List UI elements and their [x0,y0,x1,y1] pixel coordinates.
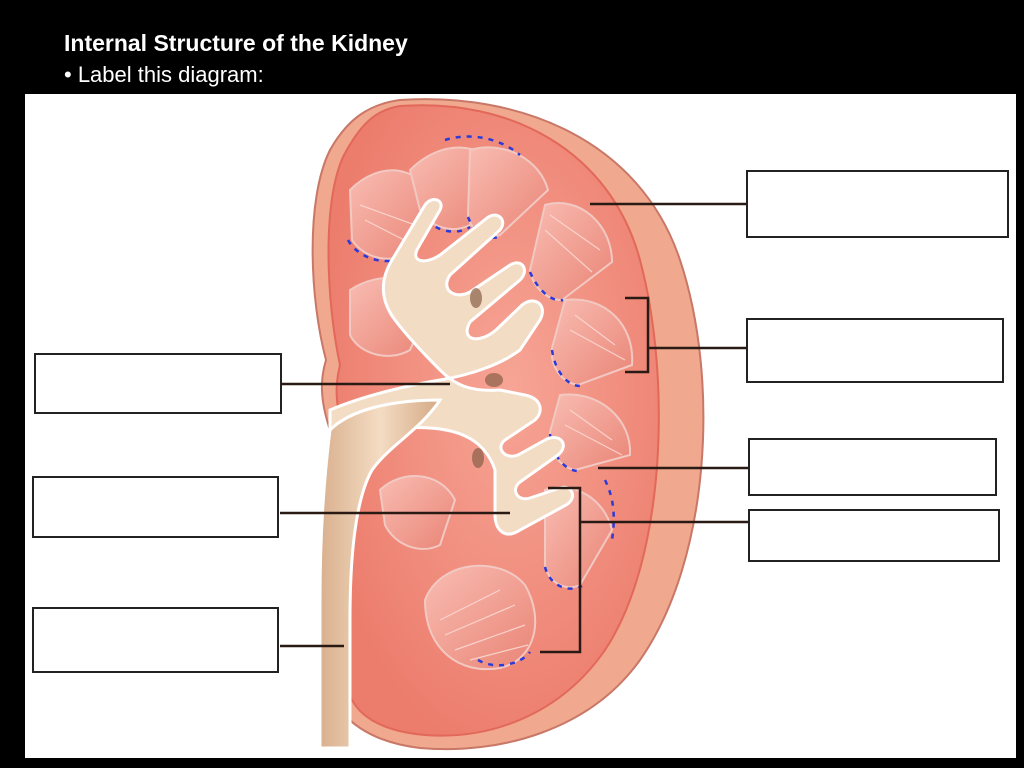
slide-title: Internal Structure of the Kidney [64,30,408,56]
renal-pelvis [328,198,575,536]
ureter [318,398,443,750]
leader-lines [280,202,749,654]
label-box-right-lower-2[interactable] [748,509,1000,562]
slide-subtitle: • Label this diagram: [64,62,264,87]
sinus-shadows [470,288,503,468]
pyramid-striations [359,204,626,661]
label-box-left-upper[interactable] [34,353,282,414]
kidney-diagram [280,98,749,751]
label-box-right-lower-1[interactable] [748,438,997,496]
diagram-panel [25,94,1016,758]
label-box-left-bottom[interactable] [32,607,279,673]
label-box-top-right[interactable] [746,170,1009,238]
label-box-left-middle[interactable] [32,476,279,538]
label-box-mid-right[interactable] [746,318,1004,383]
